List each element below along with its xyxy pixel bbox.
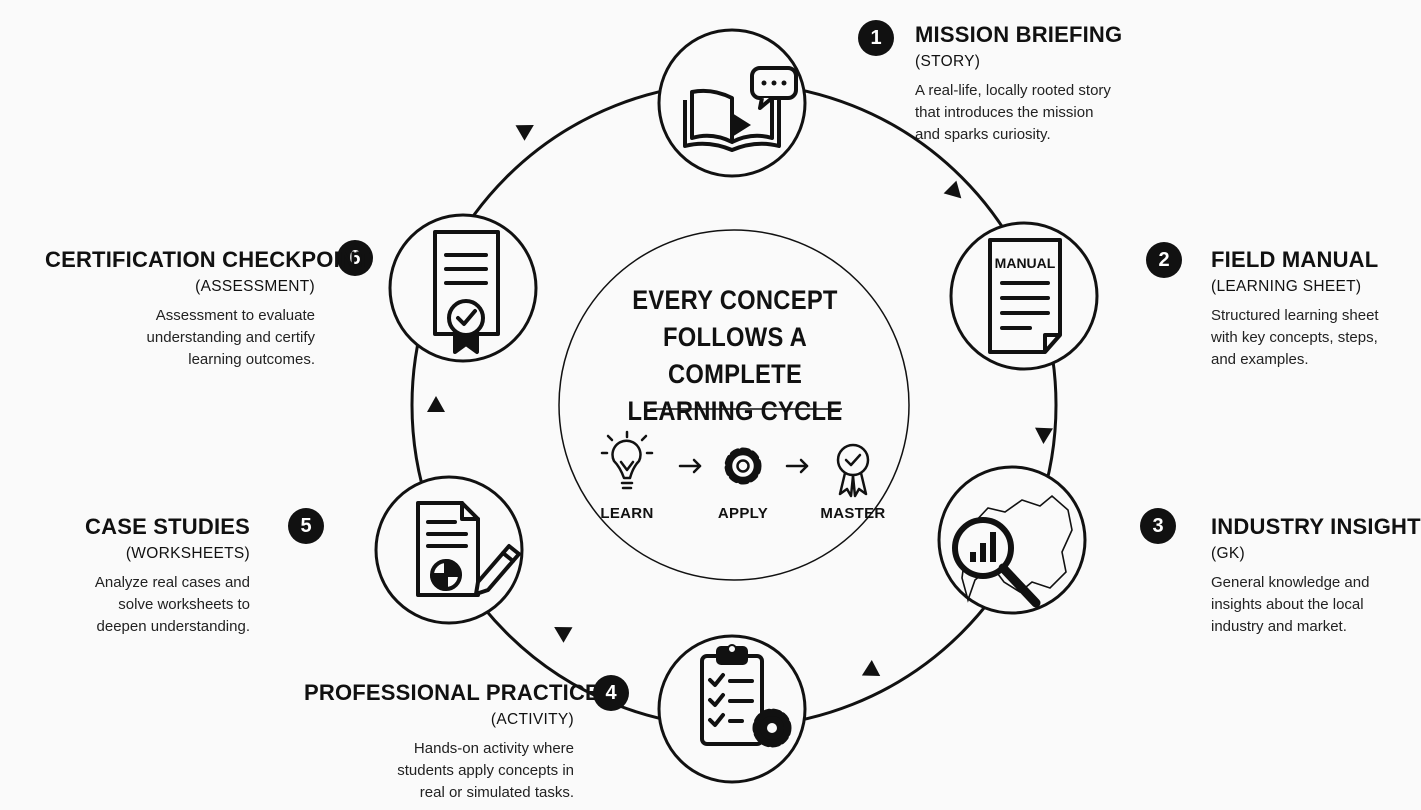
step-subtitle: (ACTIVITY)	[490, 711, 574, 728]
step-title: INDUSTRY INSIGHTS	[1211, 514, 1421, 539]
description-line: Assessment to evaluate	[155, 307, 315, 324]
description-line: real or simulated tasks.	[419, 784, 574, 801]
description-line: with key concepts, steps,	[1211, 329, 1378, 346]
step-title: MISSION BRIEFING	[915, 22, 1123, 47]
flow-label-apply: APPLY	[717, 505, 769, 522]
flow-label-learn: LEARN	[600, 505, 654, 522]
description-line: industry and market.	[1211, 618, 1347, 635]
step-field-manual: FIELD MANUAL (LEARNING SHEET) Structured…	[1211, 247, 1421, 371]
arrow-right-icon	[785, 458, 809, 474]
step-title: CERTIFICATION CHECKPOINT	[45, 247, 370, 272]
map-magnifier-chart-icon	[952, 494, 1073, 608]
step-industry-insights: INDUSTRY INSIGHTS (GK) General knowledge…	[1211, 514, 1421, 638]
node-case-studies	[374, 475, 524, 625]
cycle-arrows	[427, 125, 1053, 676]
node-field-manual: MANUAL	[949, 221, 1099, 371]
description-line: learning outcomes.	[188, 351, 315, 368]
step-description: A real-life, locally rooted story that i…	[915, 80, 1185, 146]
clipboard-checklist-gear-icon	[700, 644, 792, 748]
step-subtitle: (LEARNING SHEET)	[1211, 278, 1362, 295]
step-description: Analyze real cases and solve worksheets …	[0, 572, 250, 638]
node-professional-practice	[657, 634, 807, 784]
center-title-line: LEARNING CYCLE	[627, 396, 843, 426]
step-number-badge: 5	[288, 508, 324, 544]
step-subtitle: (STORY)	[915, 53, 981, 70]
arrow-2-to-3	[1035, 427, 1053, 444]
description-line: A real-life, locally rooted story	[915, 82, 1111, 99]
description-line: Structured learning sheet	[1211, 307, 1379, 324]
certificate-ribbon-icon	[433, 230, 500, 354]
step-number-badge: 3	[1140, 508, 1176, 544]
description-line: students apply concepts in	[397, 762, 574, 779]
description-line: Hands-on activity where	[413, 740, 574, 757]
flow-label-master: MASTER	[820, 505, 886, 522]
book-video-chat-icon	[683, 66, 798, 152]
step-title: PROFESSIONAL PRACTICE	[304, 680, 600, 705]
manual-document-icon: MANUAL	[988, 238, 1062, 354]
description-line: solve worksheets to	[118, 596, 250, 613]
step-subtitle: (GK)	[1211, 545, 1245, 562]
description-line: Analyze real cases and	[94, 574, 250, 591]
arrow-3-to-4	[861, 660, 881, 676]
step-title: CASE STUDIES	[85, 514, 250, 539]
description-line: understanding and certify	[146, 329, 315, 346]
step-subtitle: (ASSESSMENT)	[195, 278, 315, 295]
step-number-badge: 2	[1146, 242, 1182, 278]
step-title: FIELD MANUAL	[1211, 247, 1379, 272]
award-badge-icon	[836, 443, 870, 498]
step-description: General knowledge and insights about the…	[1211, 572, 1421, 638]
step-description: Structured learning sheet with key conce…	[1211, 305, 1421, 371]
step-number-badge: 6	[337, 240, 373, 276]
worksheet-pie-pencil-icon	[416, 501, 521, 597]
center-circle	[558, 229, 910, 581]
description-line: insights about the local	[1211, 596, 1364, 613]
arrow-6-to-1	[515, 125, 534, 141]
step-description: Assessment to evaluate understanding and…	[45, 305, 315, 371]
step-description: Hands-on activity where students apply c…	[304, 738, 574, 804]
node-mission-briefing	[657, 28, 807, 178]
step-number-badge: 1	[858, 20, 894, 56]
arrow-1-to-2	[943, 180, 962, 199]
description-line: that introduces the mission	[915, 104, 1094, 121]
center-flow-icons	[600, 430, 870, 498]
arrow-4-to-5	[554, 627, 573, 643]
step-number-badge: 4	[593, 675, 629, 711]
center-title-line: FOLLOWS A COMPLETE	[662, 322, 808, 389]
arrow-right-icon	[678, 458, 702, 474]
center-title: EVERY CONCEPT FOLLOWS A COMPLETE LEARNIN…	[607, 282, 862, 430]
step-certification-checkpoint: CERTIFICATION CHECKPOINT (ASSESSMENT) As…	[45, 247, 370, 371]
node-certification-checkpoint	[388, 213, 538, 363]
node-industry-insights	[937, 465, 1087, 615]
description-line: and sparks curiosity.	[915, 126, 1051, 143]
gear-icon	[724, 447, 762, 485]
step-subtitle: (WORKSHEETS)	[125, 545, 250, 562]
description-line: General knowledge and	[1211, 574, 1370, 591]
description-line: and examples.	[1211, 351, 1309, 368]
step-mission-briefing: MISSION BRIEFING (STORY) A real-life, lo…	[915, 22, 1185, 146]
step-professional-practice: PROFESSIONAL PRACTICE (ACTIVITY) Hands-o…	[304, 680, 600, 804]
center-title-line: EVERY CONCEPT	[632, 285, 838, 315]
lightbulb-icon	[600, 430, 654, 490]
step-case-studies: CASE STUDIES (WORKSHEETS) Analyze real c…	[0, 514, 250, 638]
arrow-5-to-6	[427, 396, 445, 412]
manual-icon-label: MANUAL	[995, 255, 1056, 271]
description-line: deepen understanding.	[96, 618, 250, 635]
